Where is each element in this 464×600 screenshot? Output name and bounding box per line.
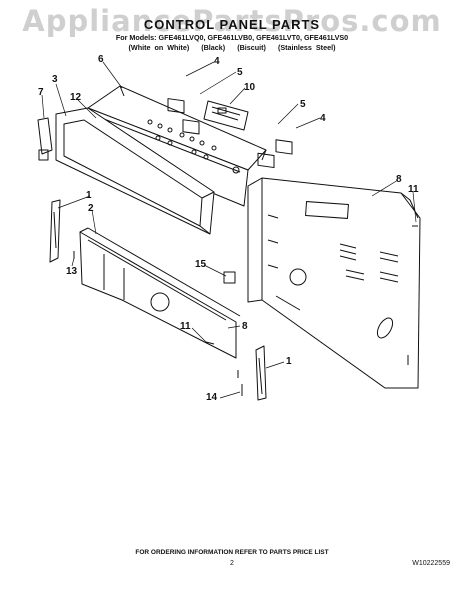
lower-bracket-part <box>79 227 241 359</box>
callout-2: 2 <box>88 203 94 214</box>
knob-part <box>167 98 293 169</box>
document-number: W10222559 <box>412 560 450 567</box>
page-title: CONTROL PANEL PARTS <box>143 17 321 32</box>
callout-5: 5 <box>237 67 243 78</box>
callout-4: 4 <box>214 56 220 67</box>
trim-frame-part <box>55 107 215 235</box>
page-number: 2 <box>230 560 234 567</box>
screw-part <box>73 225 418 396</box>
callout-labels: 6 12 3 7 4 5 10 5 4 8 11 1 2 13 15 8 11 … <box>38 54 419 403</box>
ordering-info-footer: FOR ORDERING INFORMATION REFER TO PARTS … <box>135 549 329 556</box>
callout-13: 13 <box>66 266 78 277</box>
callout-4: 4 <box>320 113 326 124</box>
model-list: For Models: GFE461LVQ0, GFE461LVB0, GFE4… <box>115 33 349 42</box>
callout-11: 11 <box>408 184 419 195</box>
callout-10: 10 <box>244 82 256 93</box>
callout-12: 12 <box>70 92 82 103</box>
callout-8: 8 <box>242 321 248 332</box>
color-label: (Black) <box>201 43 226 52</box>
callout-5: 5 <box>300 99 306 110</box>
leader-lines <box>41 61 417 399</box>
color-label: (Biscuit) <box>237 43 266 52</box>
color-list: (White on White) (Black) (Biscuit) (Stai… <box>0 43 464 52</box>
callout-11: 11 <box>180 321 191 332</box>
callout-1: 1 <box>86 190 92 201</box>
callout-9: 8 <box>396 174 402 185</box>
control-board-part <box>203 100 249 131</box>
callout-3: 3 <box>52 74 58 85</box>
callout-15: 15 <box>195 259 207 270</box>
side-bracket-part <box>49 199 267 401</box>
callout-14: 14 <box>206 392 218 403</box>
watermark: AppliancePartsPros.com <box>22 4 442 38</box>
callout-7: 7 <box>38 87 44 98</box>
callout-6: 6 <box>98 54 104 65</box>
end-bracket-part <box>37 117 53 161</box>
callout-1: 1 <box>286 356 292 367</box>
color-label: (White on White) <box>128 43 190 52</box>
clip-part <box>223 271 236 284</box>
rear-panel-part <box>247 177 421 389</box>
color-label: (Stainless Steel) <box>277 43 336 52</box>
